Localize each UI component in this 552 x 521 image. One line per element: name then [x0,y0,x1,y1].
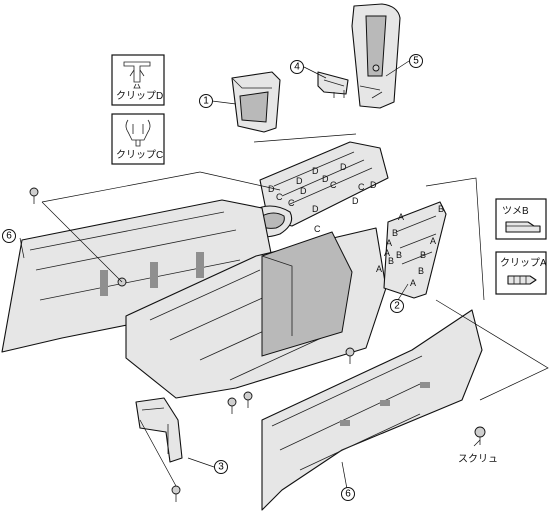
clip-c-label: クリップC [116,149,163,161]
callout-number: 1 [203,96,209,107]
cup-holder-insert-part [231,71,281,133]
clip-letter: B [420,250,426,260]
clip-letter: B [418,266,424,276]
callout-6-left: 6 [2,229,16,243]
screw-icon [171,485,181,502]
screw-icon [29,187,39,204]
clip-letter: D [312,166,319,176]
clip-letter: D [296,176,303,186]
callout-5: 5 [409,54,423,68]
clip-letter: B [438,204,444,214]
callout-2: 2 [390,299,404,313]
clip-letter: B [388,256,394,266]
clip-letter: D [322,174,329,184]
clip-letter: D [268,184,275,194]
legend-tab-b: ツメB [495,198,547,240]
clip-letter: C [288,198,295,208]
legend-clip-c: クリップC [111,113,165,165]
clip-letter: B [392,228,398,238]
clip-letter: D [340,162,347,172]
callout-number: 3 [218,462,224,473]
top-panel-clip-letters: D D D D D D D C C C C C D D [268,162,377,234]
clip-letter: A [410,278,416,288]
clip-letter: A [376,264,382,274]
clip-letter: A [384,248,390,258]
clip-letter: D [312,204,319,214]
screw-icon [345,347,355,364]
legend-clip-d: クリップD [111,54,165,106]
clip-letter: A [398,212,404,222]
clip-letter: C [358,182,365,192]
armrest-lid-part [351,3,401,109]
callout-3: 3 [214,460,228,474]
tab-b-icon [505,221,541,233]
clip-letter: B [396,250,402,260]
leader-lines [19,60,549,490]
callout-number: 4 [294,62,300,73]
clip-a-icon [507,275,537,285]
callout-number: 2 [394,301,400,312]
side-trim-strip-part [383,201,447,299]
clip-letter: D [370,180,377,190]
callout-number: 6 [345,489,351,500]
callout-1: 1 [199,94,213,108]
clip-letter: A [386,238,392,248]
callout-number: 5 [413,56,419,67]
bracket-part [135,397,183,463]
clip-d-label: クリップD [116,90,163,102]
callout-6-right: 6 [341,487,355,501]
clip-a-label: クリップA [500,257,547,269]
side-panel-right-part [261,309,483,511]
callout-number: 6 [6,231,12,242]
callout-4: 4 [290,60,304,74]
clip-letter: D [300,186,307,196]
fasteners [29,187,486,502]
clip-letter: A [430,236,436,246]
tab-b-label: ツメB [502,206,529,217]
clip-letter: C [276,192,283,202]
console-base-frame-part [125,227,387,399]
legend-clip-a: クリップA [495,251,547,295]
screw-icon [243,391,253,408]
side-panel-clip-letters: A A A A A B B B B B B A [376,204,444,288]
clip-c-icon [125,119,151,147]
clip-letter: D [352,196,359,206]
screw-icon [227,397,237,414]
screw-icon [474,426,486,445]
screw-label: スクリュ [458,453,498,465]
clip-d-icon [123,61,151,89]
clip-letter: C [330,180,337,190]
clip-letter: C [314,224,321,234]
